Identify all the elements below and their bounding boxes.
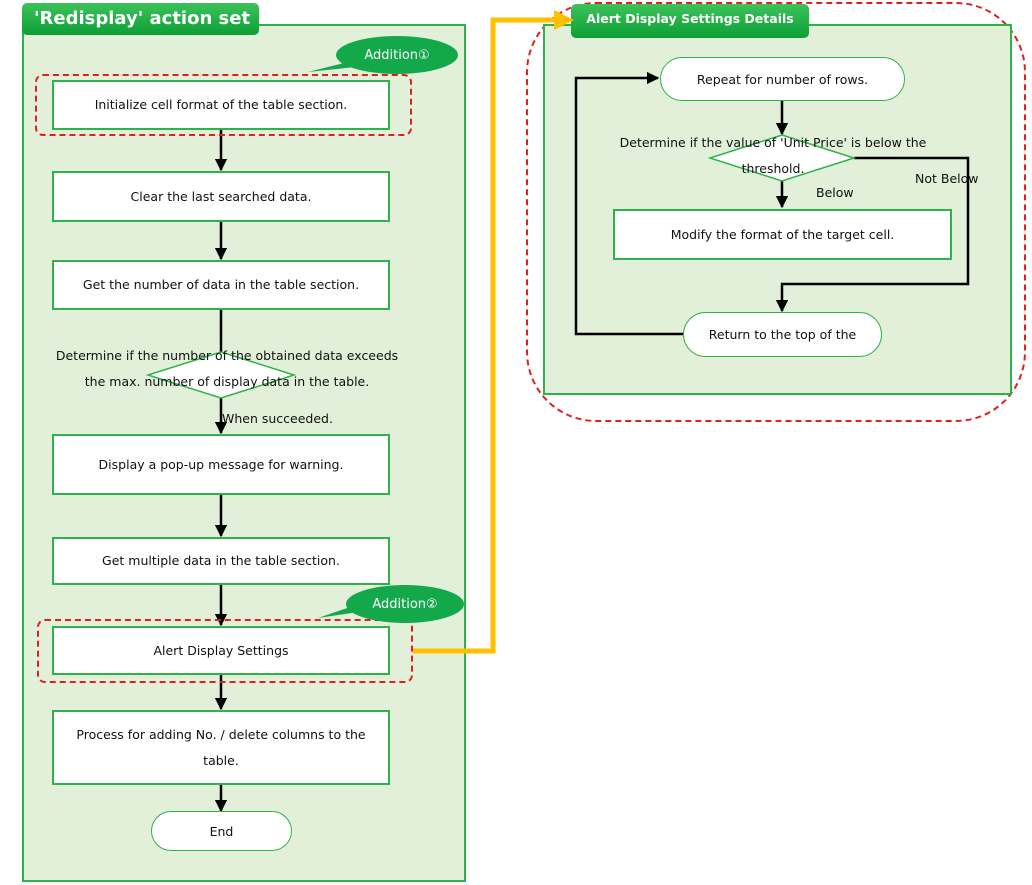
right-region-outline [526,2,1026,422]
step-get-multiple-data: Get multiple data in the table section. [52,537,390,585]
step-clear-searched-data: Clear the last searched data. [52,171,390,222]
step-initialize-cell-format: Initialize cell format of the table sect… [52,80,390,130]
diamond-icon [145,351,297,399]
loop-back-arrow [574,71,684,336]
diamond-icon [707,134,857,182]
addition2-badge: Addition② [346,585,464,623]
arrow-right-icon [413,10,574,654]
step-display-popup-warning: Display a pop-up message for warning. [52,434,390,495]
addition1-badge: Addition① [336,36,458,74]
return-to-top-terminator: Return to the top of the [683,312,882,357]
step-get-number-of-data: Get the number of data in the table sect… [52,260,390,310]
addition1-highlight [35,74,412,136]
left-panel-title: 'Redisplay' action set [22,3,259,35]
label-when-succeeded: When succeeded. [222,411,333,426]
label-not-below: Not Below [915,171,979,186]
label-below: Below [816,185,854,200]
not-below-arrow [775,156,970,313]
end-terminator: End [151,811,292,851]
step-add-delete-columns: Process for adding No. / delete columns … [52,710,390,785]
repeat-rows-terminator: Repeat for number of rows. [660,57,905,101]
addition2-highlight [37,619,413,683]
step-alert-display-settings: Alert Display Settings [52,626,390,675]
right-arrows [574,71,970,336]
right-panel-title: Alert Display Settings Details [571,4,809,38]
step-modify-format: Modify the format of the target cell. [613,209,952,260]
decision-unit-price-below: Determine if the value of 'Unit Price' i… [619,135,927,176]
decision-exceeds-max: Determine if the number of the obtained … [55,348,399,389]
